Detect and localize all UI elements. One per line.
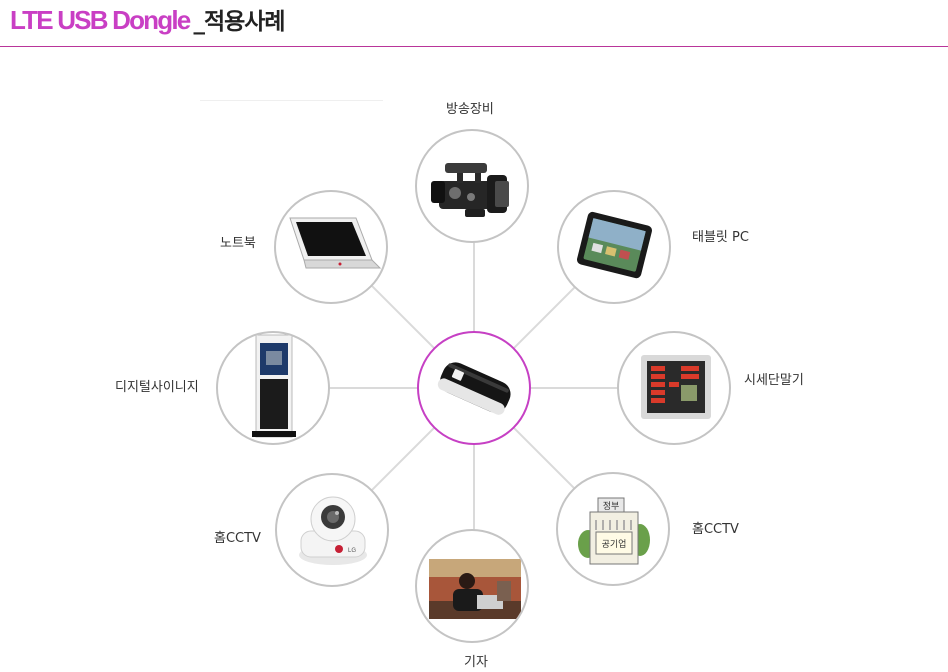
device-node-reporter — [415, 529, 529, 643]
device-label-reporter: 기자 — [464, 655, 488, 670]
device-node-notebook — [274, 190, 388, 304]
device-label-cctv-left: 홈CCTV — [214, 531, 261, 546]
device-node-signage — [216, 331, 330, 445]
government-building-icon: 정부 공기업 — [578, 497, 650, 565]
device-label-quote: 시세단말기 — [744, 373, 804, 388]
cctv-camera-icon: LG — [299, 496, 367, 565]
digital-signage-icon — [252, 334, 296, 438]
device-node-cctv-left: LG — [275, 473, 389, 587]
hub-node — [417, 331, 531, 445]
page-title: LTE USB Dongle _적용사례 — [10, 0, 286, 44]
device-label-tablet: 태블릿 PC — [692, 230, 749, 245]
title-brand: LTE USB Dongle — [10, 5, 191, 35]
device-node-quote — [617, 331, 731, 445]
reporter-photo-icon — [429, 559, 521, 619]
device-node-broadcast — [415, 129, 529, 243]
video-camera-icon — [431, 163, 509, 217]
device-label-signage: 디지털사이니지 — [115, 380, 199, 395]
tablet-icon — [576, 211, 652, 279]
device-label-notebook: 노트북 — [220, 236, 256, 251]
device-label-cctv-right: 홈CCTV — [692, 522, 739, 537]
banner-text: 공기업 — [602, 539, 627, 550]
quote-terminal-icon — [641, 355, 711, 419]
laptop-icon — [289, 217, 382, 269]
device-node-cctv-right: 정부 공기업 — [556, 472, 670, 586]
sign-text: 정부 — [603, 501, 620, 512]
device-node-tablet — [557, 190, 671, 304]
usb-dongle-icon — [437, 362, 511, 415]
brand-mark: LG — [348, 548, 356, 554]
title-subtitle: _적용사례 — [193, 9, 285, 35]
faint-divider — [200, 100, 383, 101]
device-label-broadcast: 방송장비 — [446, 102, 494, 117]
title-divider — [0, 46, 948, 47]
